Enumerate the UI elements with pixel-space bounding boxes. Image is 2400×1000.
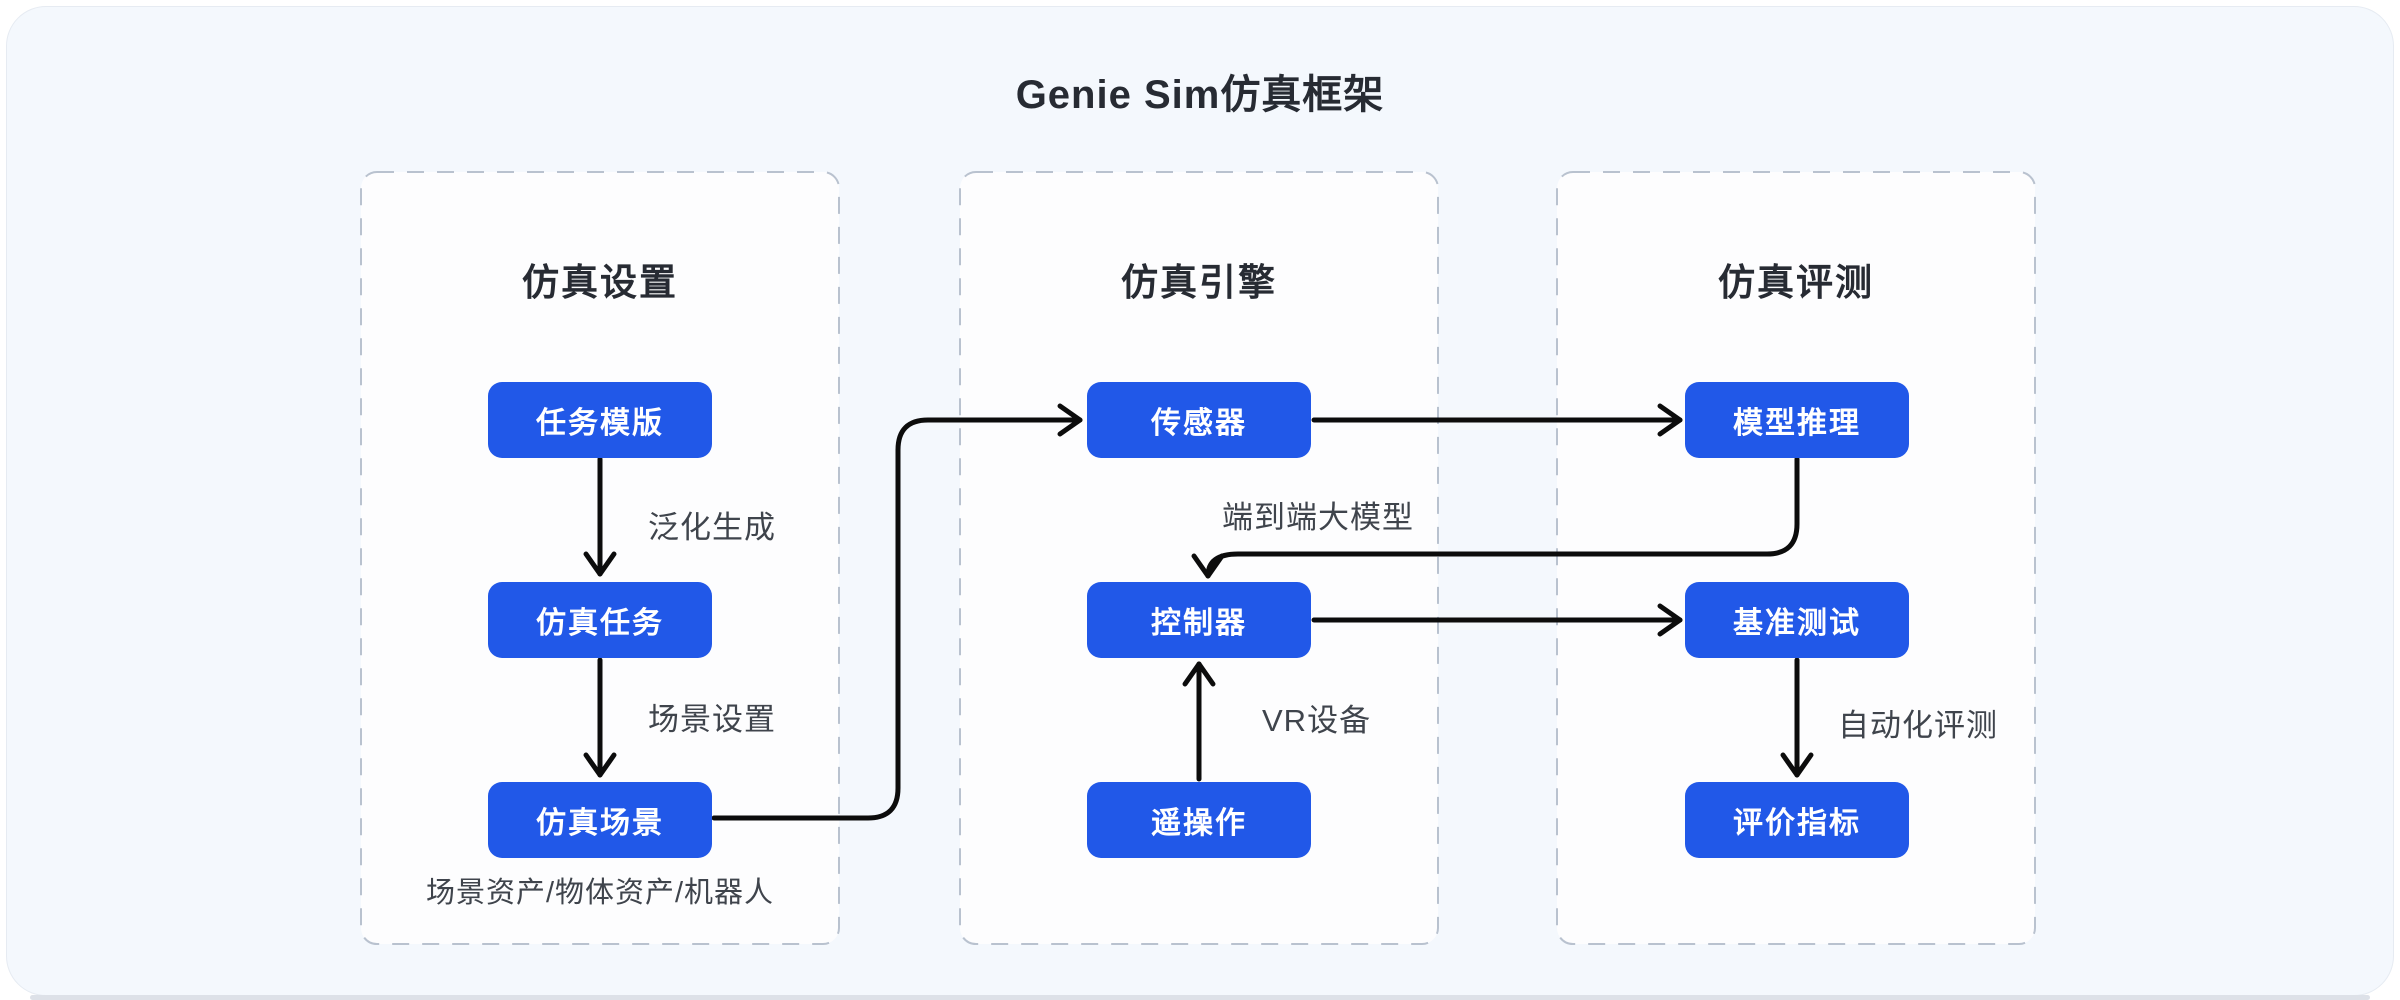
edge-sim-scene-to-sensor	[711, 403, 1083, 821]
panel-simulation-engine	[959, 171, 1439, 945]
bottom-edge-strip	[30, 995, 2370, 1000]
edge-model-inference-to-controller	[1191, 456, 1800, 579]
panel-simulation-evaluation	[1556, 171, 2036, 945]
